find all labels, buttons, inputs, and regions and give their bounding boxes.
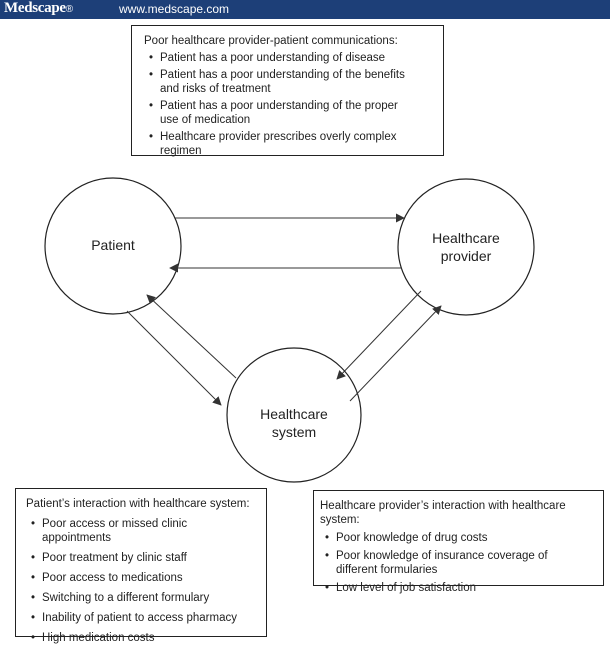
list-item: Patient has a poor understanding of the … [144,99,433,127]
list-item: Healthcare provider prescribes overly co… [144,130,433,158]
list-item-text-cont: use of medication [160,114,251,126]
list-item-text: Inability of patient to access pharmacy [42,612,237,624]
list-item-text: Low level of job satisfaction [336,582,476,594]
provider-label-line1: Healthcare [432,230,500,246]
list-item-text: Poor access or missed clinic appointment… [42,518,188,544]
list-item-text: Healthcare provider prescribes overly co… [160,131,397,157]
list-item: High medication costs [26,631,258,645]
list-item-text: Patient has a poor understanding of the … [160,69,405,81]
arrow-system-to-patient [146,294,237,379]
system-label-line1: Healthcare [260,406,328,422]
list-item-text: Poor knowledge of drug costs [336,532,488,544]
patient-system-list: Poor access or missed clinic appointment… [26,517,258,645]
site-url[interactable]: www.medscape.com [119,2,230,16]
patient-system-box: Patient’s interaction with healthcare sy… [15,488,267,645]
provider-system-box-title: Healthcare provider’s interaction with h… [320,500,566,526]
list-item: Switching to a different formulary [26,591,258,605]
communications-box: Poor healthcare provider-patient communi… [131,25,444,158]
arrow-provider-to-system [336,290,422,380]
system-label: Healthcare system [242,405,346,441]
list-item: Poor access to medications [26,571,258,585]
list-item-text: Switching to a different formulary [42,592,210,604]
provider-system-box: Healthcare provider’s interaction with h… [313,490,604,595]
provider-system-list: Poor knowledge of drug costs Poor knowle… [320,531,595,595]
communications-list: Patient has a poor understanding of dise… [144,51,433,158]
patient-label-text: Patient [91,237,135,253]
list-item-text: Poor knowledge of insurance coverage of [336,550,548,562]
list-item-text-cont: and risks of treatment [160,83,271,95]
list-item: Poor knowledge of drug costs [320,531,595,545]
system-node [226,347,362,483]
logo-text: Medscape [4,0,66,16]
list-item-text: Patient has a poor understanding of dise… [160,52,386,64]
medscape-logo[interactable]: Medscape® [4,0,73,17]
list-item: Poor access or missed clinic appointment… [26,517,258,545]
provider-node [397,178,535,316]
arrow-system-to-provider [349,305,442,402]
list-item-text: Poor access to medications [42,572,183,584]
provider-label-line2: provider [440,248,492,264]
communications-box-title: Poor healthcare provider-patient communi… [144,35,398,47]
list-item-text: High medication costs [42,632,155,644]
list-item: Low level of job satisfaction [320,581,595,595]
list-item: Patient has a poor understanding of the … [144,68,433,96]
list-item-text: Patient has a poor understanding of the … [160,100,398,112]
list-item-text-cont: different formularies [336,564,438,576]
patient-system-box-title: Patient’s interaction with healthcare sy… [26,498,250,510]
patient-label: Patient [63,236,163,254]
list-item-text: Poor treatment by clinic staff [42,552,187,564]
registered-mark: ® [65,4,73,15]
list-item: Inability of patient to access pharmacy [26,611,258,625]
patient-node [44,177,182,315]
provider-label: Healthcare provider [414,229,518,265]
list-item: Poor treatment by clinic staff [26,551,258,565]
system-label-line2: system [271,424,317,440]
header-bar: Medscape® www.medscape.com [0,0,610,19]
list-item: Poor knowledge of insurance coverage of d… [320,549,595,577]
arrow-patient-to-system [126,310,222,406]
list-item: Patient has a poor understanding of dise… [144,51,433,65]
